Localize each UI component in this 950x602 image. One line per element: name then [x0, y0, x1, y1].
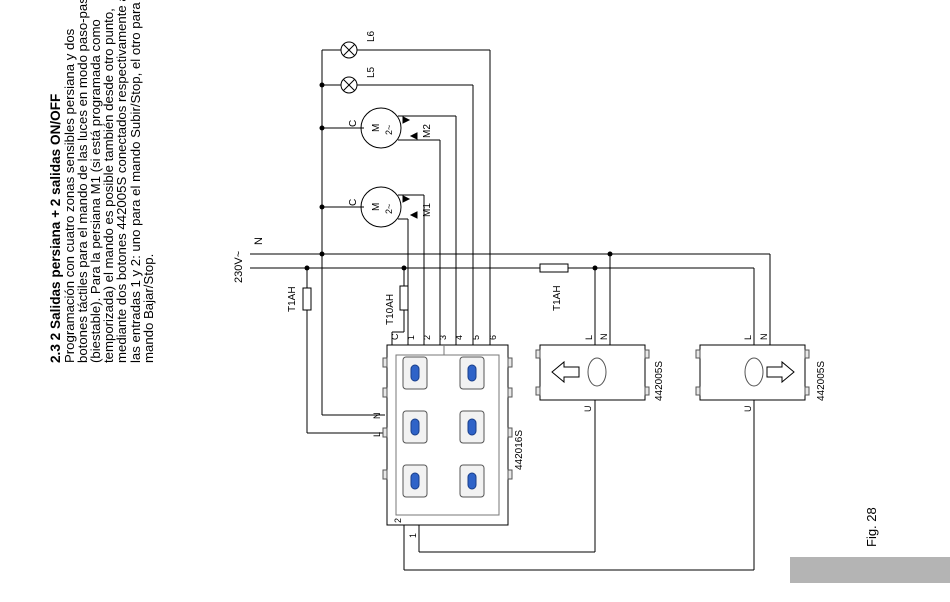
terminal-label: 1	[408, 533, 418, 538]
device-code: 442005S	[816, 361, 827, 401]
terminal-label: N	[759, 334, 769, 341]
supply-label: 230V~	[233, 251, 245, 283]
touch-button	[459, 464, 485, 498]
terminal-label: L	[584, 335, 594, 340]
fuse-input: T1AH	[539, 263, 569, 311]
terminal-label: U	[583, 406, 593, 413]
touch-button	[459, 356, 485, 390]
terminal-label: 4	[454, 335, 464, 340]
device-code: 442016S	[514, 430, 525, 470]
terminal-label: 2	[393, 518, 403, 523]
button-window	[587, 357, 607, 387]
junction-dot	[319, 125, 325, 131]
touch-button	[402, 356, 428, 390]
lamp-label: L6	[366, 30, 377, 42]
terminal-label: 3	[438, 335, 448, 340]
touch-button	[402, 464, 428, 498]
terminal-label: U	[743, 406, 753, 413]
motor-phase: 2~	[384, 125, 394, 135]
fuse-main: T1AH	[287, 265, 385, 434]
junction-dot	[319, 82, 325, 88]
fuse-label: T1AH	[552, 285, 563, 311]
motor-common: C	[348, 199, 359, 206]
terminal-label: N	[599, 334, 609, 341]
motor-m2: M 2~ C M2	[348, 107, 456, 149]
terminal-label: C	[390, 333, 400, 340]
pushbutton-up: 442005S L N U	[535, 334, 665, 413]
motor-letter: M	[371, 124, 382, 132]
lamp-l5: L5	[340, 66, 473, 94]
terminal-label: N	[372, 413, 382, 420]
output-wires	[407, 50, 491, 345]
footer-bar	[790, 557, 950, 583]
button-supply-wires	[592, 251, 771, 345]
pushbutton-down: 442005S L N U	[695, 334, 827, 413]
terminal-label: L	[372, 432, 382, 437]
neutral-label: N	[253, 237, 265, 245]
fuse-label: T10AH	[385, 294, 396, 325]
terminal-label: L	[743, 335, 753, 340]
arrow-right-icon	[766, 360, 795, 384]
fuse-label: T1AH	[287, 286, 298, 312]
motor-m1: M 2~ C M1	[348, 186, 433, 228]
terminal-label: 2	[422, 335, 432, 340]
lamp-l6: L6	[340, 30, 490, 59]
input-wires	[403, 400, 755, 571]
fuse-actuator: T10AH	[385, 265, 409, 345]
touch-button	[402, 410, 428, 444]
neutral-bus	[321, 49, 385, 416]
motor-label: M1	[422, 203, 433, 217]
motor-common: C	[348, 120, 359, 127]
figure-label: Fig. 28	[864, 507, 879, 547]
motor-label: M2	[422, 124, 433, 138]
terminal-label: 5	[471, 335, 481, 340]
terminal-label: 1	[406, 335, 416, 340]
junction-dot	[319, 251, 325, 257]
junction-dot	[319, 204, 325, 210]
terminal-label: 6	[488, 335, 498, 340]
device-code: 442005S	[654, 361, 665, 401]
button-window	[744, 357, 764, 387]
supply-wires	[250, 253, 770, 269]
arrow-left-icon	[551, 360, 580, 384]
motor-letter: M	[371, 203, 382, 211]
touch-button	[459, 410, 485, 444]
motor-phase: 2~	[384, 204, 394, 214]
device-442016s: 442016S C 1 2 3 4 5 6 L N 2 1	[372, 333, 525, 538]
lamp-label: L5	[366, 66, 377, 78]
